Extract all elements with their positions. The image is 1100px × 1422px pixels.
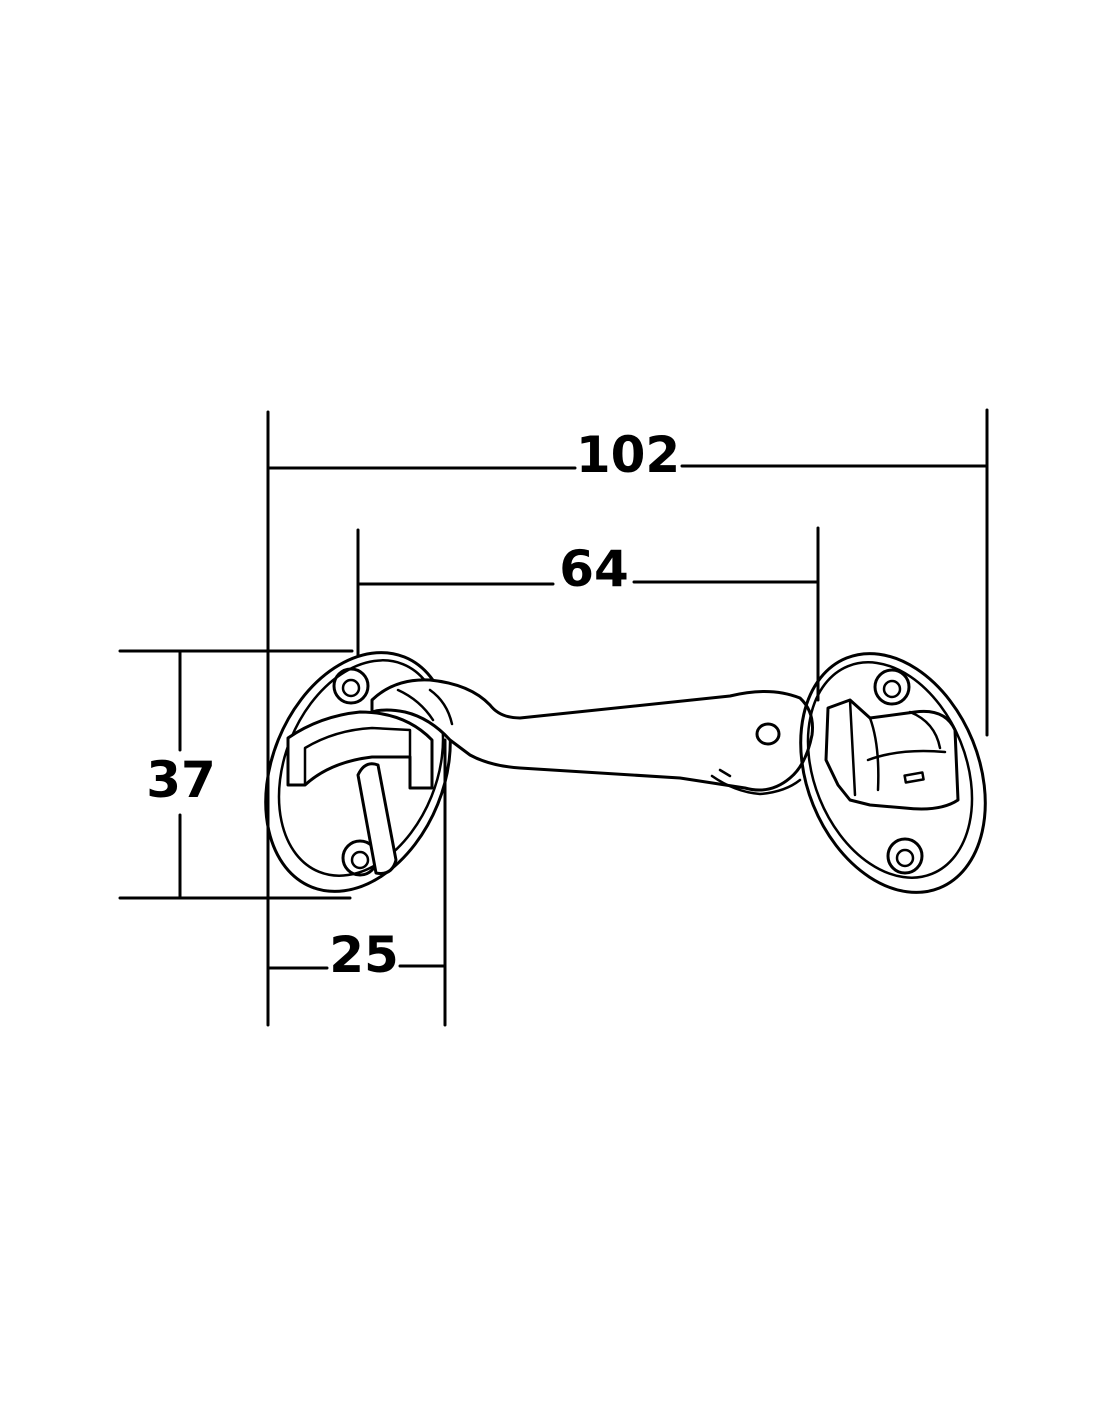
dimension-label-plate-width: 25 — [329, 926, 399, 984]
dimension-height: 37 — [146, 649, 216, 900]
right-bottom-screw-hole — [886, 837, 924, 875]
right-mounting-plate — [799, 652, 987, 894]
dimension-hole-spacing: 64 — [356, 540, 820, 598]
dimension-overall-length: 102 — [266, 426, 989, 484]
dimension-label-overall-length: 102 — [576, 426, 680, 484]
dimension-plate-width: 25 — [266, 926, 447, 984]
right-top-screw-hole — [873, 668, 911, 706]
dimension-label-hole-spacing: 64 — [559, 540, 629, 598]
dimension-label-height: 37 — [146, 751, 216, 809]
left-mounting-plate — [264, 651, 452, 893]
hook-arm — [370, 678, 814, 796]
left-top-screw-hole — [332, 667, 370, 705]
